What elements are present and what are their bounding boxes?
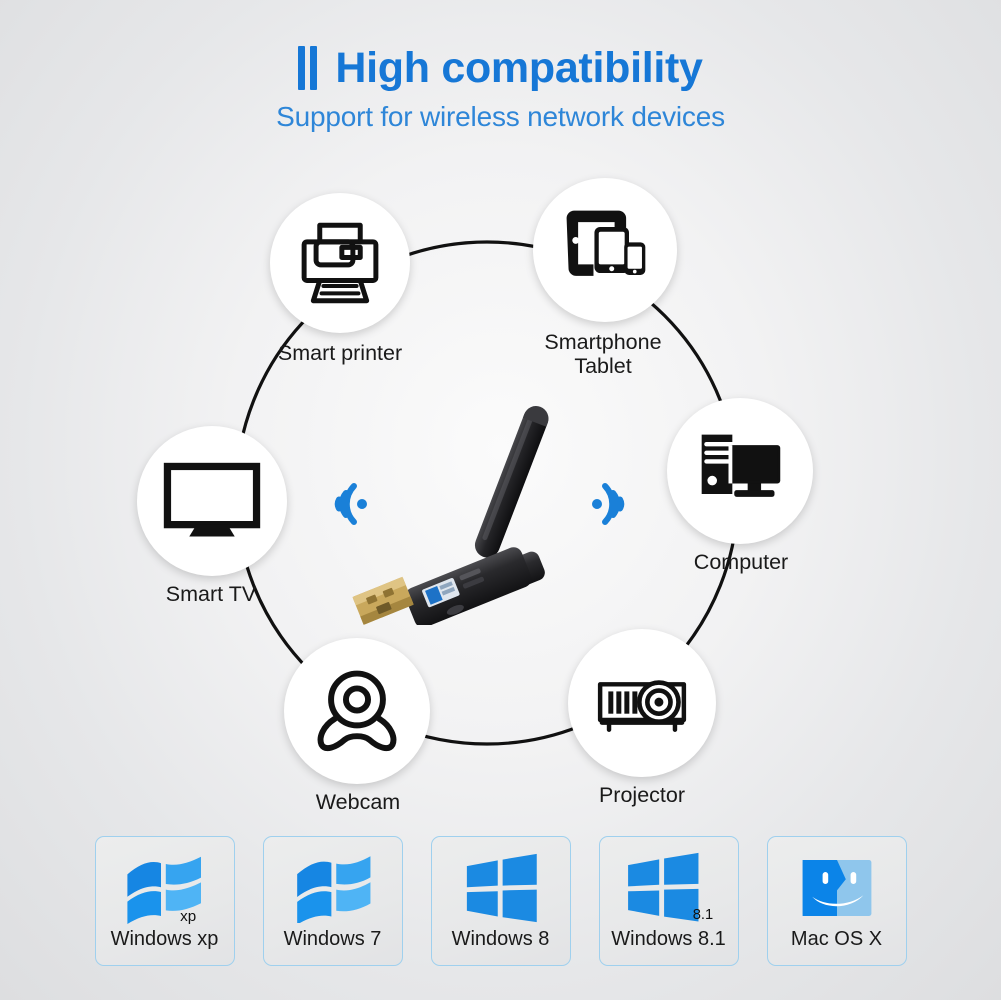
node-label-computer: Computer bbox=[693, 550, 789, 574]
os-label-windows-7: Windows 7 bbox=[283, 928, 382, 950]
smartphone-tablet-bubble bbox=[533, 178, 677, 322]
usb-wifi-adapter bbox=[352, 406, 549, 625]
os-label-windows-xp: Windows xp bbox=[110, 928, 219, 950]
page-title: High compatibility bbox=[335, 43, 703, 92]
windows-81-logo-icon: 8.1 bbox=[623, 849, 715, 927]
os-label-windows-81: Windows 8.1 bbox=[611, 928, 726, 950]
node-label-smart-tv: Smart TV bbox=[165, 582, 257, 606]
webcam-bubble bbox=[284, 638, 430, 784]
node-label-smart-printer: Smart printer bbox=[277, 341, 403, 365]
os-badge-windows-81[interactable]: 8.1 Windows 8.1 bbox=[598, 836, 739, 966]
smart-printer-bubble bbox=[270, 193, 410, 333]
projector-icon bbox=[597, 680, 687, 732]
os-badge-windows-7[interactable]: Windows 7 bbox=[262, 836, 403, 966]
wifi-signal-right-icon bbox=[592, 483, 625, 525]
smartphone-tablet-icon bbox=[566, 210, 646, 276]
xp-badge-text: xp bbox=[180, 908, 196, 924]
node-label-webcam: Webcam bbox=[315, 790, 401, 814]
os-badge-windows-xp[interactable]: xp Windows xp bbox=[94, 836, 235, 966]
webcam-icon bbox=[317, 670, 397, 752]
windows-7-logo-icon bbox=[292, 849, 374, 927]
double-bar-icon bbox=[298, 46, 318, 90]
wifi-signal-left-icon bbox=[334, 483, 367, 525]
smart-tv-bubble bbox=[137, 426, 287, 576]
node-label-smartphone-tablet: Smartphone Tablet bbox=[544, 330, 662, 379]
printer-icon bbox=[301, 222, 379, 304]
projector-bubble bbox=[568, 629, 716, 777]
windows-8-logo-icon bbox=[462, 849, 540, 927]
os-badge-windows-8[interactable]: Windows 8 bbox=[430, 836, 571, 966]
eight-one-badge-text: 8.1 bbox=[692, 907, 712, 923]
os-badge-mac-os-x[interactable]: Mac OS X bbox=[766, 836, 907, 966]
os-support-row: xp Windows xp Windows 7 bbox=[0, 836, 1001, 968]
os-label-mac-os-x: Mac OS X bbox=[790, 928, 883, 950]
node-label-projector: Projector bbox=[598, 783, 686, 807]
os-label-windows-8: Windows 8 bbox=[451, 928, 550, 950]
title-row: High compatibility bbox=[0, 46, 1001, 90]
header: High compatibility Support for wireless … bbox=[0, 46, 1001, 133]
television-icon bbox=[163, 462, 261, 537]
mac-finder-logo-icon bbox=[801, 849, 873, 927]
windows-xp-logo-icon: xp bbox=[121, 849, 209, 927]
computer-bubble bbox=[667, 398, 813, 544]
device-diagram: Smart printer bbox=[0, 150, 1001, 830]
desktop-computer-icon bbox=[701, 434, 781, 497]
page-subtitle: Support for wireless network devices bbox=[276, 101, 725, 132]
